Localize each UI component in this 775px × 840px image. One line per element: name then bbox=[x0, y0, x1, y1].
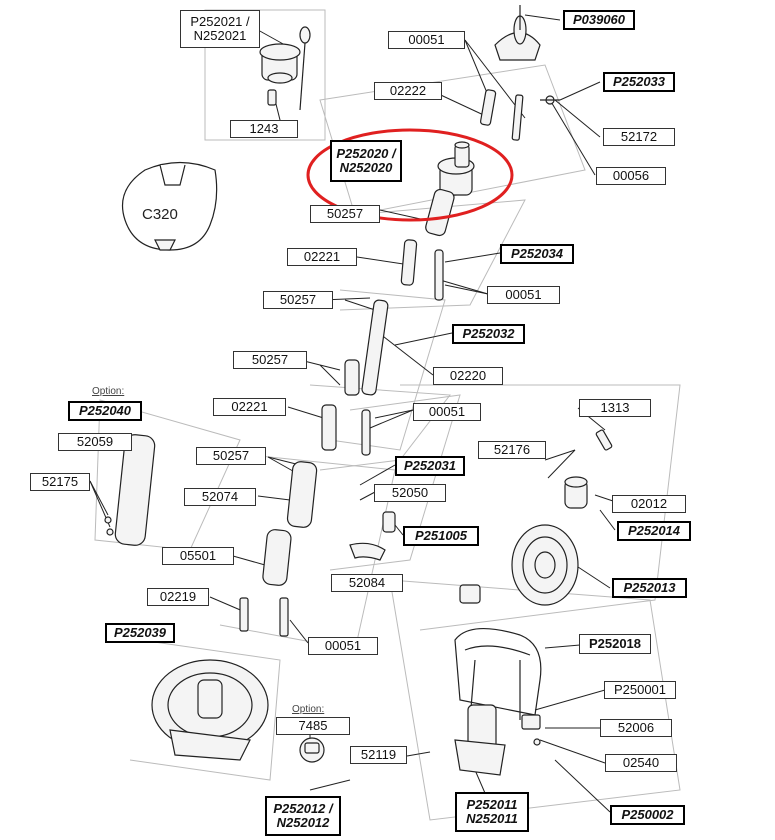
label-p252012: P252012 / N252012 bbox=[265, 796, 341, 836]
label-00051-d: 00051 bbox=[308, 637, 378, 655]
label-00051-b: 00051 bbox=[487, 286, 560, 304]
label-02219: 02219 bbox=[147, 588, 209, 606]
highlight-ring bbox=[306, 128, 514, 222]
label-p250002: P250002 bbox=[610, 805, 685, 825]
label-p252013: P252013 bbox=[612, 578, 687, 598]
label-52074: 52074 bbox=[184, 488, 256, 506]
label-00051-c: 00051 bbox=[413, 403, 481, 421]
label-p252014: P252014 bbox=[617, 521, 691, 541]
label-02221-b: 02221 bbox=[213, 398, 286, 416]
label-52050: 52050 bbox=[374, 484, 446, 502]
label-p251005: P251005 bbox=[403, 526, 479, 546]
label-1243: 1243 bbox=[230, 120, 298, 138]
label-52006: 52006 bbox=[600, 719, 672, 737]
label-50257-c: 50257 bbox=[233, 351, 307, 369]
label-p252018: P252018 bbox=[579, 634, 651, 654]
label-52059: 52059 bbox=[58, 433, 132, 451]
label-p252011: P252011 N252011 bbox=[455, 792, 529, 832]
label-p250001: P250001 bbox=[604, 681, 676, 699]
label-02012: 02012 bbox=[612, 495, 686, 513]
label-50257-d: 50257 bbox=[196, 447, 266, 465]
label-c320: C320 bbox=[142, 206, 178, 223]
label-p252039: P252039 bbox=[105, 623, 175, 643]
label-05501: 05501 bbox=[162, 547, 234, 565]
label-52119: 52119 bbox=[350, 746, 407, 764]
label-50257-b: 50257 bbox=[263, 291, 333, 309]
option-label-2: Option: bbox=[292, 704, 325, 715]
option-label-1: Option: bbox=[92, 386, 125, 397]
label-52084: 52084 bbox=[331, 574, 403, 592]
label-7485: 7485 bbox=[276, 717, 350, 735]
label-p252021: P252021 / N252021 bbox=[180, 10, 260, 48]
label-p039060: P039060 bbox=[563, 10, 635, 30]
label-02222: 02222 bbox=[374, 82, 442, 100]
label-p252032: P252032 bbox=[452, 324, 525, 344]
label-p252040: P252040 bbox=[68, 401, 142, 421]
label-52176: 52176 bbox=[478, 441, 546, 459]
label-p252031: P252031 bbox=[395, 456, 465, 476]
label-00051-top: 00051 bbox=[388, 31, 465, 49]
label-p252034: P252034 bbox=[500, 244, 574, 264]
label-1313: 1313 bbox=[579, 399, 651, 417]
label-52172: 52172 bbox=[603, 128, 675, 146]
label-02220: 02220 bbox=[433, 367, 503, 385]
label-50257-a: 50257 bbox=[310, 205, 380, 223]
label-p252033: P252033 bbox=[603, 72, 675, 92]
label-p252020: P252020 / N252020 bbox=[330, 140, 402, 182]
part-drawings bbox=[104, 5, 613, 776]
label-00056: 00056 bbox=[596, 167, 666, 185]
label-02540: 02540 bbox=[605, 754, 677, 772]
label-52175: 52175 bbox=[30, 473, 90, 491]
label-02221-a: 02221 bbox=[287, 248, 357, 266]
